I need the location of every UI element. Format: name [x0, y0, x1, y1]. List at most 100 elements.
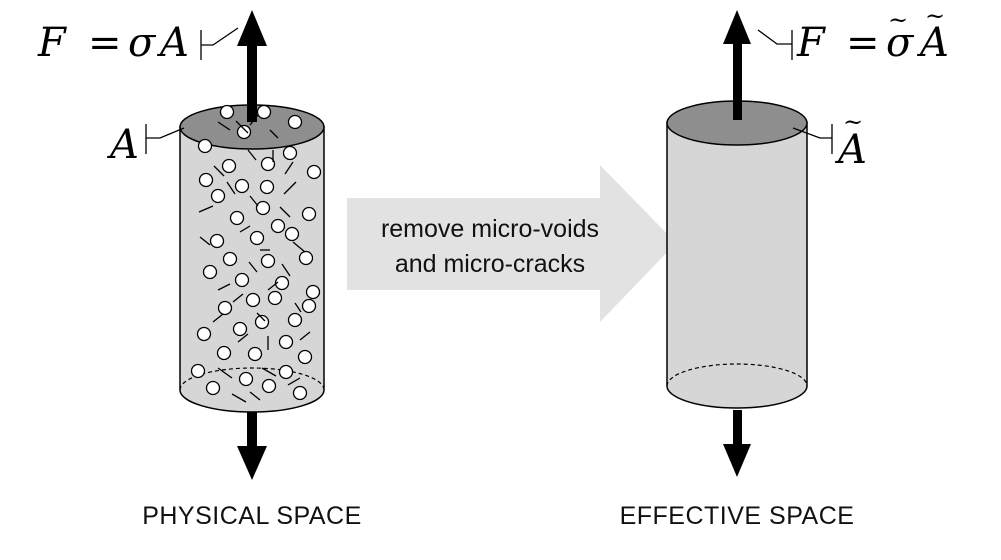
effective-area-label: A ~	[792, 108, 867, 173]
effective-cylinder	[666, 100, 808, 409]
effective-force-label: F = σ ~ A ~	[757, 2, 949, 66]
physical-area-label: A	[106, 122, 185, 168]
micro-void	[205, 380, 221, 396]
micro-crack	[217, 283, 231, 291]
micro-void	[261, 378, 277, 394]
micro-crack	[269, 129, 279, 139]
micro-crack	[198, 205, 214, 213]
micro-void	[301, 298, 317, 314]
arrow-label-line-2: and micro-cracks	[395, 250, 585, 278]
micro-void	[260, 156, 276, 172]
effective-area-symbol: A	[834, 127, 867, 173]
micro-crack	[217, 367, 233, 379]
micro-crack	[213, 165, 225, 177]
micro-void	[221, 158, 237, 174]
micro-void	[217, 300, 233, 316]
micro-void	[297, 349, 313, 365]
micro-void	[287, 114, 303, 130]
micro-crack	[235, 120, 249, 134]
effective-cylinder-body	[666, 122, 808, 409]
area-tilde: ~	[925, 2, 945, 30]
caption-physical-space: PHYSICAL SPACE	[142, 502, 362, 530]
micro-crack	[212, 313, 224, 323]
area-tilde: ~	[843, 108, 863, 136]
micro-void	[284, 226, 300, 242]
micro-void	[282, 145, 298, 161]
micro-crack	[217, 121, 231, 131]
micro-void	[245, 292, 261, 308]
force-symbol: F	[37, 20, 67, 66]
micro-void	[287, 312, 303, 328]
micro-crack	[237, 333, 249, 343]
micro-void	[255, 200, 271, 216]
micro-crack	[249, 391, 261, 401]
equals-sign: =	[88, 20, 122, 66]
micro-crack	[287, 377, 301, 386]
micro-crack	[294, 302, 302, 313]
micro-void	[238, 371, 254, 387]
effective-cylinder-back-edge	[666, 363, 808, 387]
arrow-label-line-1: remove micro-voids	[381, 215, 599, 243]
effective-area-symbol: A	[916, 20, 949, 66]
micro-void	[216, 345, 232, 361]
micro-void	[267, 290, 283, 306]
micro-void	[305, 284, 321, 300]
micro-crack	[232, 293, 244, 303]
micro-void	[270, 218, 286, 234]
micro-void	[234, 272, 250, 288]
micro-void	[298, 250, 314, 266]
stress-tilde: ~	[888, 6, 908, 34]
micro-void	[306, 164, 322, 180]
physical-cylinder	[179, 104, 325, 413]
micro-void	[234, 178, 250, 194]
micro-void	[278, 334, 294, 350]
micro-void	[232, 321, 248, 337]
micro-void	[222, 251, 238, 267]
micro-crack	[199, 236, 211, 246]
effective-force-arrow-up	[723, 10, 751, 120]
physical-force-arrow-up	[237, 10, 267, 122]
micro-crack	[279, 206, 291, 218]
micro-void	[190, 363, 206, 379]
micro-crack	[281, 263, 291, 277]
micro-crack	[261, 367, 277, 377]
caption-effective-space: EFFECTIVE SPACE	[620, 502, 855, 530]
micro-crack	[231, 393, 247, 403]
micro-crack	[226, 181, 236, 195]
force-symbol: F	[796, 20, 826, 66]
micro-void	[256, 104, 272, 120]
effective-force-arrow-down	[723, 410, 751, 477]
micro-void	[260, 253, 276, 269]
micro-crack	[248, 261, 258, 273]
micro-void	[198, 172, 214, 188]
micro-crack	[299, 331, 311, 341]
micro-void	[236, 124, 252, 140]
micro-crack	[247, 149, 257, 161]
micro-void	[219, 104, 235, 120]
micro-crack	[239, 225, 251, 233]
micro-crack	[267, 281, 279, 291]
area-symbol: A	[156, 20, 189, 66]
transformation-arrow: remove micro-voids and micro-cracks	[347, 165, 676, 322]
micro-crack	[292, 241, 306, 253]
micro-void	[278, 364, 294, 380]
micro-crack	[284, 161, 294, 175]
micro-void	[292, 385, 308, 401]
micro-void	[202, 264, 218, 280]
physical-force-label: F = σ A	[37, 20, 239, 66]
micro-void	[249, 230, 265, 246]
physical-cylinder-back-edge	[179, 367, 325, 391]
micro-void	[210, 188, 226, 204]
micro-void	[254, 314, 270, 330]
micro-void	[196, 326, 212, 342]
micro-crack	[249, 195, 259, 207]
stress-symbol: σ	[128, 20, 157, 66]
area-symbol: A	[106, 122, 139, 168]
effective-stress-symbol: σ	[886, 20, 915, 66]
micro-void	[209, 233, 225, 249]
micro-void	[274, 275, 290, 291]
equals-sign: =	[846, 20, 880, 66]
micro-void	[301, 206, 317, 222]
